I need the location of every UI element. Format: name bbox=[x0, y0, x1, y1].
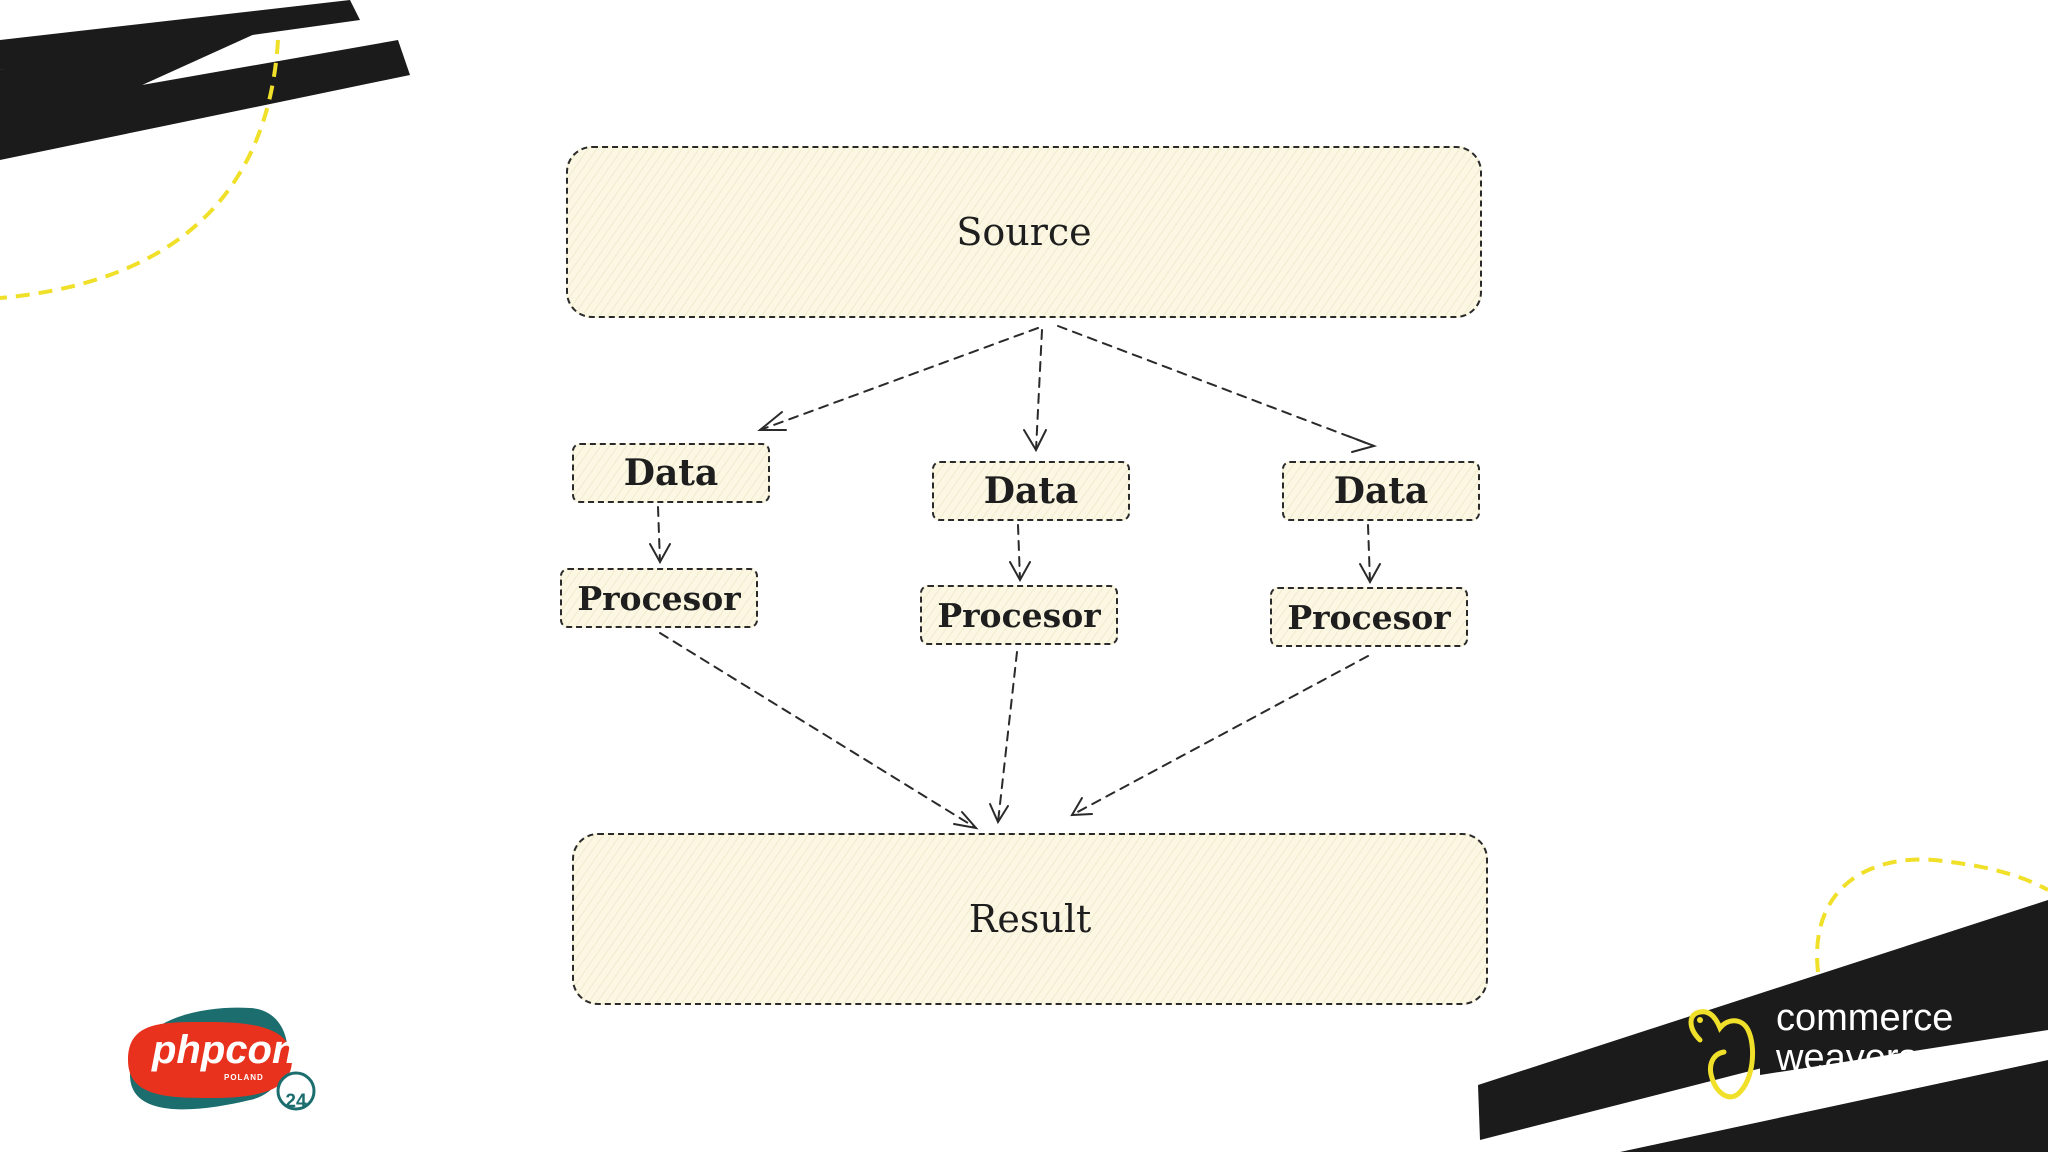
bottom-right-dashed-arc bbox=[1815, 857, 2048, 973]
top-left-stripe-diagonal bbox=[0, 18, 290, 115]
processor-label: Procesor bbox=[577, 578, 741, 618]
data-label: Data bbox=[1333, 470, 1429, 512]
processor-box: Procesor bbox=[920, 585, 1118, 645]
processor-label: Procesor bbox=[937, 595, 1101, 635]
commerce-weavers-bird-icon bbox=[1688, 1009, 1756, 1100]
phpcon-logo-text: phpcon bbox=[152, 1028, 297, 1072]
source-box: Source bbox=[566, 146, 1482, 318]
processor-box: Procesor bbox=[560, 568, 758, 628]
phpcon-logo: phpcon POLAND 24 bbox=[124, 1006, 324, 1116]
brand-line-1: commerce bbox=[1776, 997, 1954, 1039]
processor-label: Procesor bbox=[1287, 597, 1451, 637]
php-logo-year-badge bbox=[276, 1071, 316, 1111]
data-box: Data bbox=[932, 461, 1130, 521]
top-left-dashed-arc bbox=[0, 39, 280, 300]
top-left-stripe bbox=[0, 40, 410, 160]
data-box: Data bbox=[1282, 461, 1480, 521]
data-label: Data bbox=[983, 470, 1079, 512]
phpcon-logo-year: 24 bbox=[285, 1091, 307, 1112]
data-label: Data bbox=[623, 452, 719, 494]
source-label: Source bbox=[956, 210, 1092, 254]
data-box: Data bbox=[572, 443, 770, 503]
php-logo-red-shape bbox=[128, 1021, 292, 1098]
bottom-right-stripe bbox=[1760, 950, 2048, 1075]
bottom-right-stripe bbox=[1620, 1060, 2048, 1152]
result-box: Result bbox=[572, 833, 1488, 1005]
result-label: Result bbox=[968, 897, 1092, 941]
phpcon-logo-subtext: POLAND bbox=[224, 1073, 264, 1082]
commerce-weavers-wordmark: commerce weavers bbox=[1776, 998, 1953, 1078]
commerce-weavers-brand: commerce weavers bbox=[1690, 998, 1953, 1078]
brand-line-2: weavers bbox=[1776, 1037, 1918, 1079]
processor-box: Procesor bbox=[1270, 587, 1468, 647]
top-left-stripe bbox=[0, 0, 360, 70]
